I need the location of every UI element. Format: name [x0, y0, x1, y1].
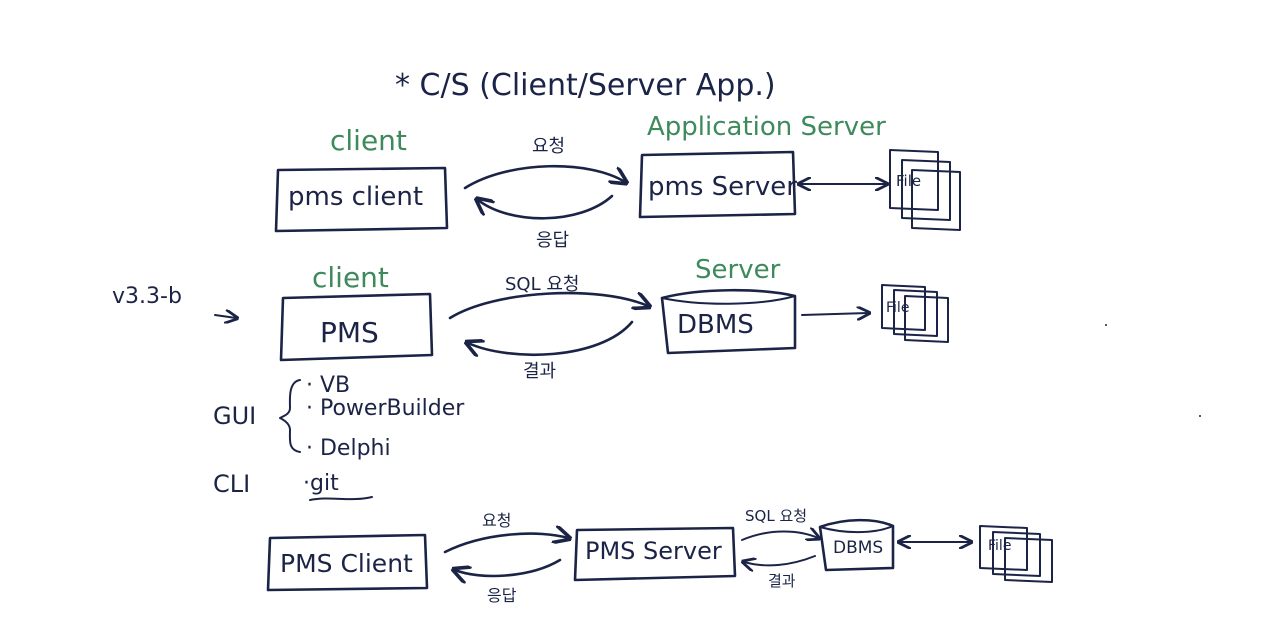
- row2-response-label: 결과: [523, 361, 556, 382]
- gui-item-powerbuilder: · PowerBuilder: [306, 396, 465, 421]
- row2-file-stack-icon: [881, 284, 949, 343]
- row3-sql-request-label: SQL 요청: [745, 507, 807, 525]
- row1-client-box-label: pms client: [288, 182, 423, 212]
- gui-item-vb: · VB: [306, 373, 350, 398]
- row1-server-heading: Application Server: [647, 112, 886, 142]
- gui-brace: [279, 379, 301, 453]
- row2-client-box: [279, 292, 434, 362]
- row1-response-label: 응답: [536, 230, 569, 251]
- row2-request-arrow: [448, 291, 648, 320]
- diagram-title: * C/S (Client/Server App.): [395, 68, 776, 103]
- row3-dbms-box-label: DBMS: [833, 538, 883, 558]
- row1-request-arrow: [463, 164, 625, 190]
- row3-result-arrow: [744, 555, 816, 565]
- row1-response-arrow: [478, 194, 614, 220]
- row3-client-box-label: PMS Client: [280, 549, 413, 578]
- row2-file-label: File: [886, 300, 909, 316]
- row1-client-box: [274, 166, 449, 233]
- row3-file-label: File: [988, 538, 1011, 554]
- stray-mark-1: [1105, 324, 1107, 326]
- gui-item-delphi: · Delphi: [306, 436, 391, 461]
- cli-item-git-underline: [309, 496, 373, 501]
- row1-request-label: 요청: [532, 136, 565, 157]
- row2-request-label: SQL 요청: [505, 274, 579, 295]
- row1-file-label: File: [896, 172, 921, 190]
- cli-label: CLI: [213, 470, 250, 498]
- row1-file-stack-icon: [889, 149, 961, 231]
- row3-request-label: 요청: [482, 511, 511, 530]
- row3-response-label: 응답: [487, 586, 517, 605]
- row3-dbms-cylinder: [818, 518, 895, 572]
- stray-mark-2: [1199, 415, 1201, 417]
- row2-side-note: v3.3-b: [112, 284, 182, 309]
- row2-file-link-arrow: [801, 313, 868, 315]
- row2-server-heading: Server: [695, 255, 781, 285]
- row1-server-box: [638, 150, 797, 219]
- row1-server-box-label: pms Server: [648, 172, 797, 202]
- row3-result-label: 결과: [768, 572, 796, 590]
- row2-client-box-label: PMS: [320, 316, 379, 349]
- row3-client-box: [266, 533, 429, 592]
- row3-file-stack-icon: [979, 525, 1053, 583]
- row3-server-box-label: PMS Server: [585, 537, 722, 565]
- row2-server-box-label: DBMS: [677, 310, 754, 340]
- row2-client-heading: client: [312, 261, 389, 294]
- row2-response-arrow: [468, 320, 634, 355]
- row2-dbms-cylinder: [660, 288, 797, 355]
- row3-server-box: [573, 526, 737, 582]
- row3-sql-request-arrow: [741, 532, 818, 541]
- row2-side-note-arrow: [214, 315, 236, 318]
- row3-request-arrow: [443, 534, 568, 554]
- gui-label: GUI: [213, 402, 256, 430]
- row3-response-arrow: [455, 558, 562, 576]
- cli-item-git: ·git: [303, 471, 339, 496]
- row1-client-heading: client: [330, 124, 407, 157]
